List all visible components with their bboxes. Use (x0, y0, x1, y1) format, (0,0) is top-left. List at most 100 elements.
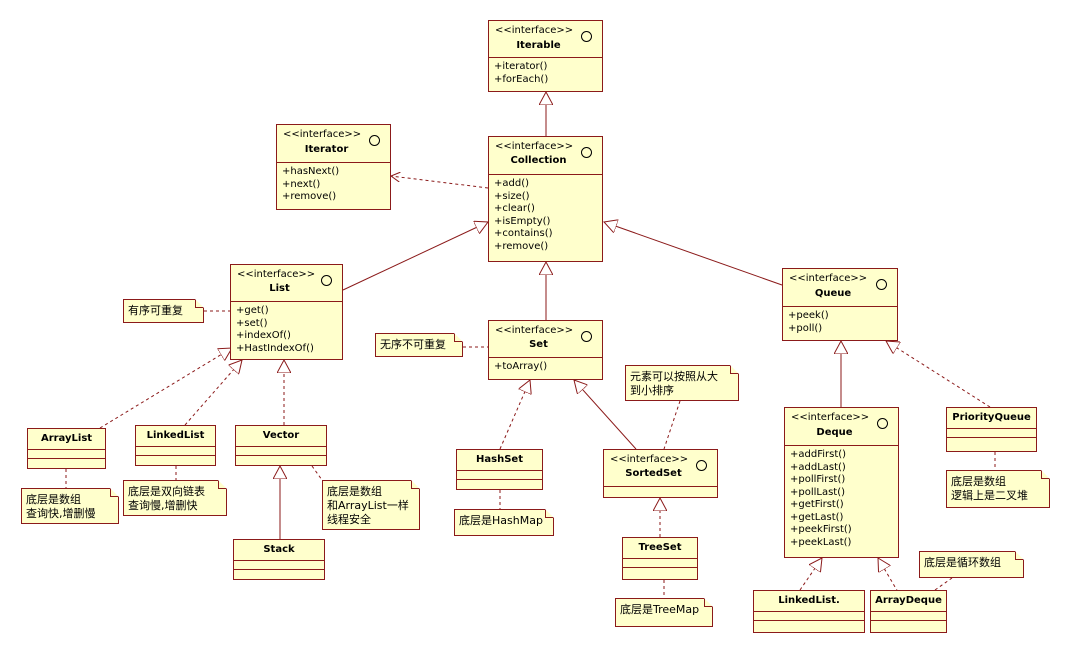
note-fold-icon (195, 299, 204, 308)
method: +set() (236, 317, 268, 329)
interface-circle-icon (321, 275, 332, 286)
list-name: List (269, 283, 290, 294)
note-fold-icon (730, 365, 739, 374)
note-line: 底层是HashMap (459, 514, 543, 527)
note-fold-icon (218, 480, 227, 489)
linkedlist2-class: LinkedList. (753, 590, 865, 633)
set-methods: +toArray() (489, 358, 602, 374)
note-line: 底层是循环数组 (924, 556, 1001, 569)
method: +clear() (494, 203, 535, 214)
priorityqueue-name: PriorityQueue (952, 412, 1031, 423)
set-stereotype: <<interface>> (495, 325, 574, 336)
anchor-note-vector (311, 465, 323, 481)
method: +pollFirst() (790, 474, 846, 485)
method: +pollLast() (790, 486, 846, 498)
deque-interface: <<interface>> Deque +addFirst() +addLast… (784, 407, 899, 558)
note-line: 有序可重复 (128, 304, 183, 317)
arraylist-class: ArrayList (27, 428, 106, 469)
queue-name: Queue (814, 288, 852, 299)
stack-name: Stack (263, 544, 295, 555)
note-treeset: 底层是TreeMap (615, 598, 713, 627)
method: +peekLast() (790, 536, 852, 548)
note-line: 底层是TreeMap (620, 603, 700, 616)
method: +indexOf() (236, 330, 291, 341)
treeset-class: TreeSet (622, 537, 698, 580)
priorityqueue-class: PriorityQueue (946, 407, 1037, 452)
note-line: 查询快,增删慢 (26, 507, 96, 520)
method: +peek() (788, 310, 829, 321)
method: +addLast() (790, 461, 846, 473)
vector-class: Vector (235, 425, 327, 466)
sortedset-name: SortedSet (625, 468, 682, 479)
interface-circle-icon (369, 135, 380, 146)
note-line: 底层是数组 (26, 493, 81, 506)
note-hashset: 底层是HashMap (454, 509, 554, 536)
hashset-class: HashSet (456, 449, 543, 490)
method: +HastIndexOf() (236, 342, 314, 354)
method: +getFirst() (790, 499, 844, 510)
deque-methods: +addFirst() +addLast() +pollFirst() +pol… (785, 446, 898, 549)
note-line: 到小排序 (630, 384, 674, 397)
method: +hasNext() (282, 166, 340, 177)
edge-sortedset-set (574, 380, 637, 450)
note-line: 底层是双向链表 (128, 485, 205, 498)
method: +remove() (282, 191, 337, 202)
deque-stereotype: <<interface>> (791, 412, 870, 423)
method: +forEach() (494, 73, 549, 85)
method: +getLast() (790, 511, 844, 523)
note-fold-icon (704, 598, 713, 607)
method: +isEmpty() (494, 215, 551, 227)
list-methods: +get() +set() +indexOf() +HastIndexOf() (231, 302, 342, 355)
note-arraylist: 底层是数组 查询快,增删慢 (21, 488, 119, 524)
treeset-name: TreeSet (638, 542, 682, 553)
note-priorityqueue: 底层是数组 逻辑上是二叉堆 (946, 470, 1050, 508)
iterator-interface: <<interface>> Iterator +hasNext() +next(… (276, 124, 391, 210)
edge-queue-collection (604, 222, 783, 286)
interface-circle-icon (581, 331, 592, 342)
queue-methods: +peek() +poll() (783, 307, 897, 335)
interface-circle-icon (581, 31, 592, 42)
method: +iterator() (494, 61, 548, 72)
sortedset-stereotype: <<interface>> (610, 454, 689, 465)
arraydeque-class: ArrayDeque (870, 590, 947, 633)
anchor-note-sortedset (663, 400, 681, 450)
note-line: 逻辑上是二叉堆 (951, 489, 1028, 502)
collection-name: Collection (510, 155, 567, 166)
set-name: Set (529, 339, 548, 350)
note-line: 元素可以按照从大 (630, 370, 718, 383)
edge-linkedlist-list (184, 360, 242, 426)
list-interface: <<interface>> List +get() +set() +indexO… (230, 264, 343, 360)
method: +next() (282, 178, 321, 190)
queue-interface: <<interface>> Queue +peek() +poll() (782, 268, 898, 341)
method: +contains() (494, 228, 553, 239)
method: +remove() (494, 240, 549, 252)
vector-name: Vector (262, 430, 300, 441)
deque-name: Deque (816, 427, 853, 438)
iterable-interface: <<interface>> Iterable +iterator() +forE… (488, 20, 603, 92)
note-set: 无序不可重复 (375, 333, 463, 357)
edge-collection-iterator (391, 176, 489, 189)
collection-methods: +add() +size() +clear() +isEmpty() +cont… (489, 175, 602, 253)
anchor-note-arraydeque (934, 577, 953, 591)
method: +poll() (788, 322, 823, 334)
edge-linkedlist2-deque (799, 558, 822, 591)
queue-stereotype: <<interface>> (789, 273, 868, 284)
linkedlist-class: LinkedList (135, 425, 216, 466)
method: +addFirst() (790, 449, 847, 460)
interface-circle-icon (581, 147, 592, 158)
iterator-methods: +hasNext() +next() +remove() (277, 163, 390, 204)
note-line: 和ArrayList一样 (327, 499, 409, 512)
list-stereotype: <<interface>> (237, 269, 316, 280)
note-list: 有序可重复 (123, 299, 204, 323)
edge-list-collection (342, 222, 488, 291)
interface-circle-icon (877, 418, 888, 429)
linkedlist-name: LinkedList (146, 430, 205, 441)
arraylist-name: ArrayList (40, 433, 93, 444)
iterator-name: Iterator (304, 144, 349, 155)
edge-hashset-set (499, 380, 530, 450)
stack-class: Stack (233, 539, 325, 580)
linkedlist2-name: LinkedList. (778, 595, 840, 606)
note-fold-icon (454, 333, 463, 342)
note-fold-icon (411, 480, 420, 489)
